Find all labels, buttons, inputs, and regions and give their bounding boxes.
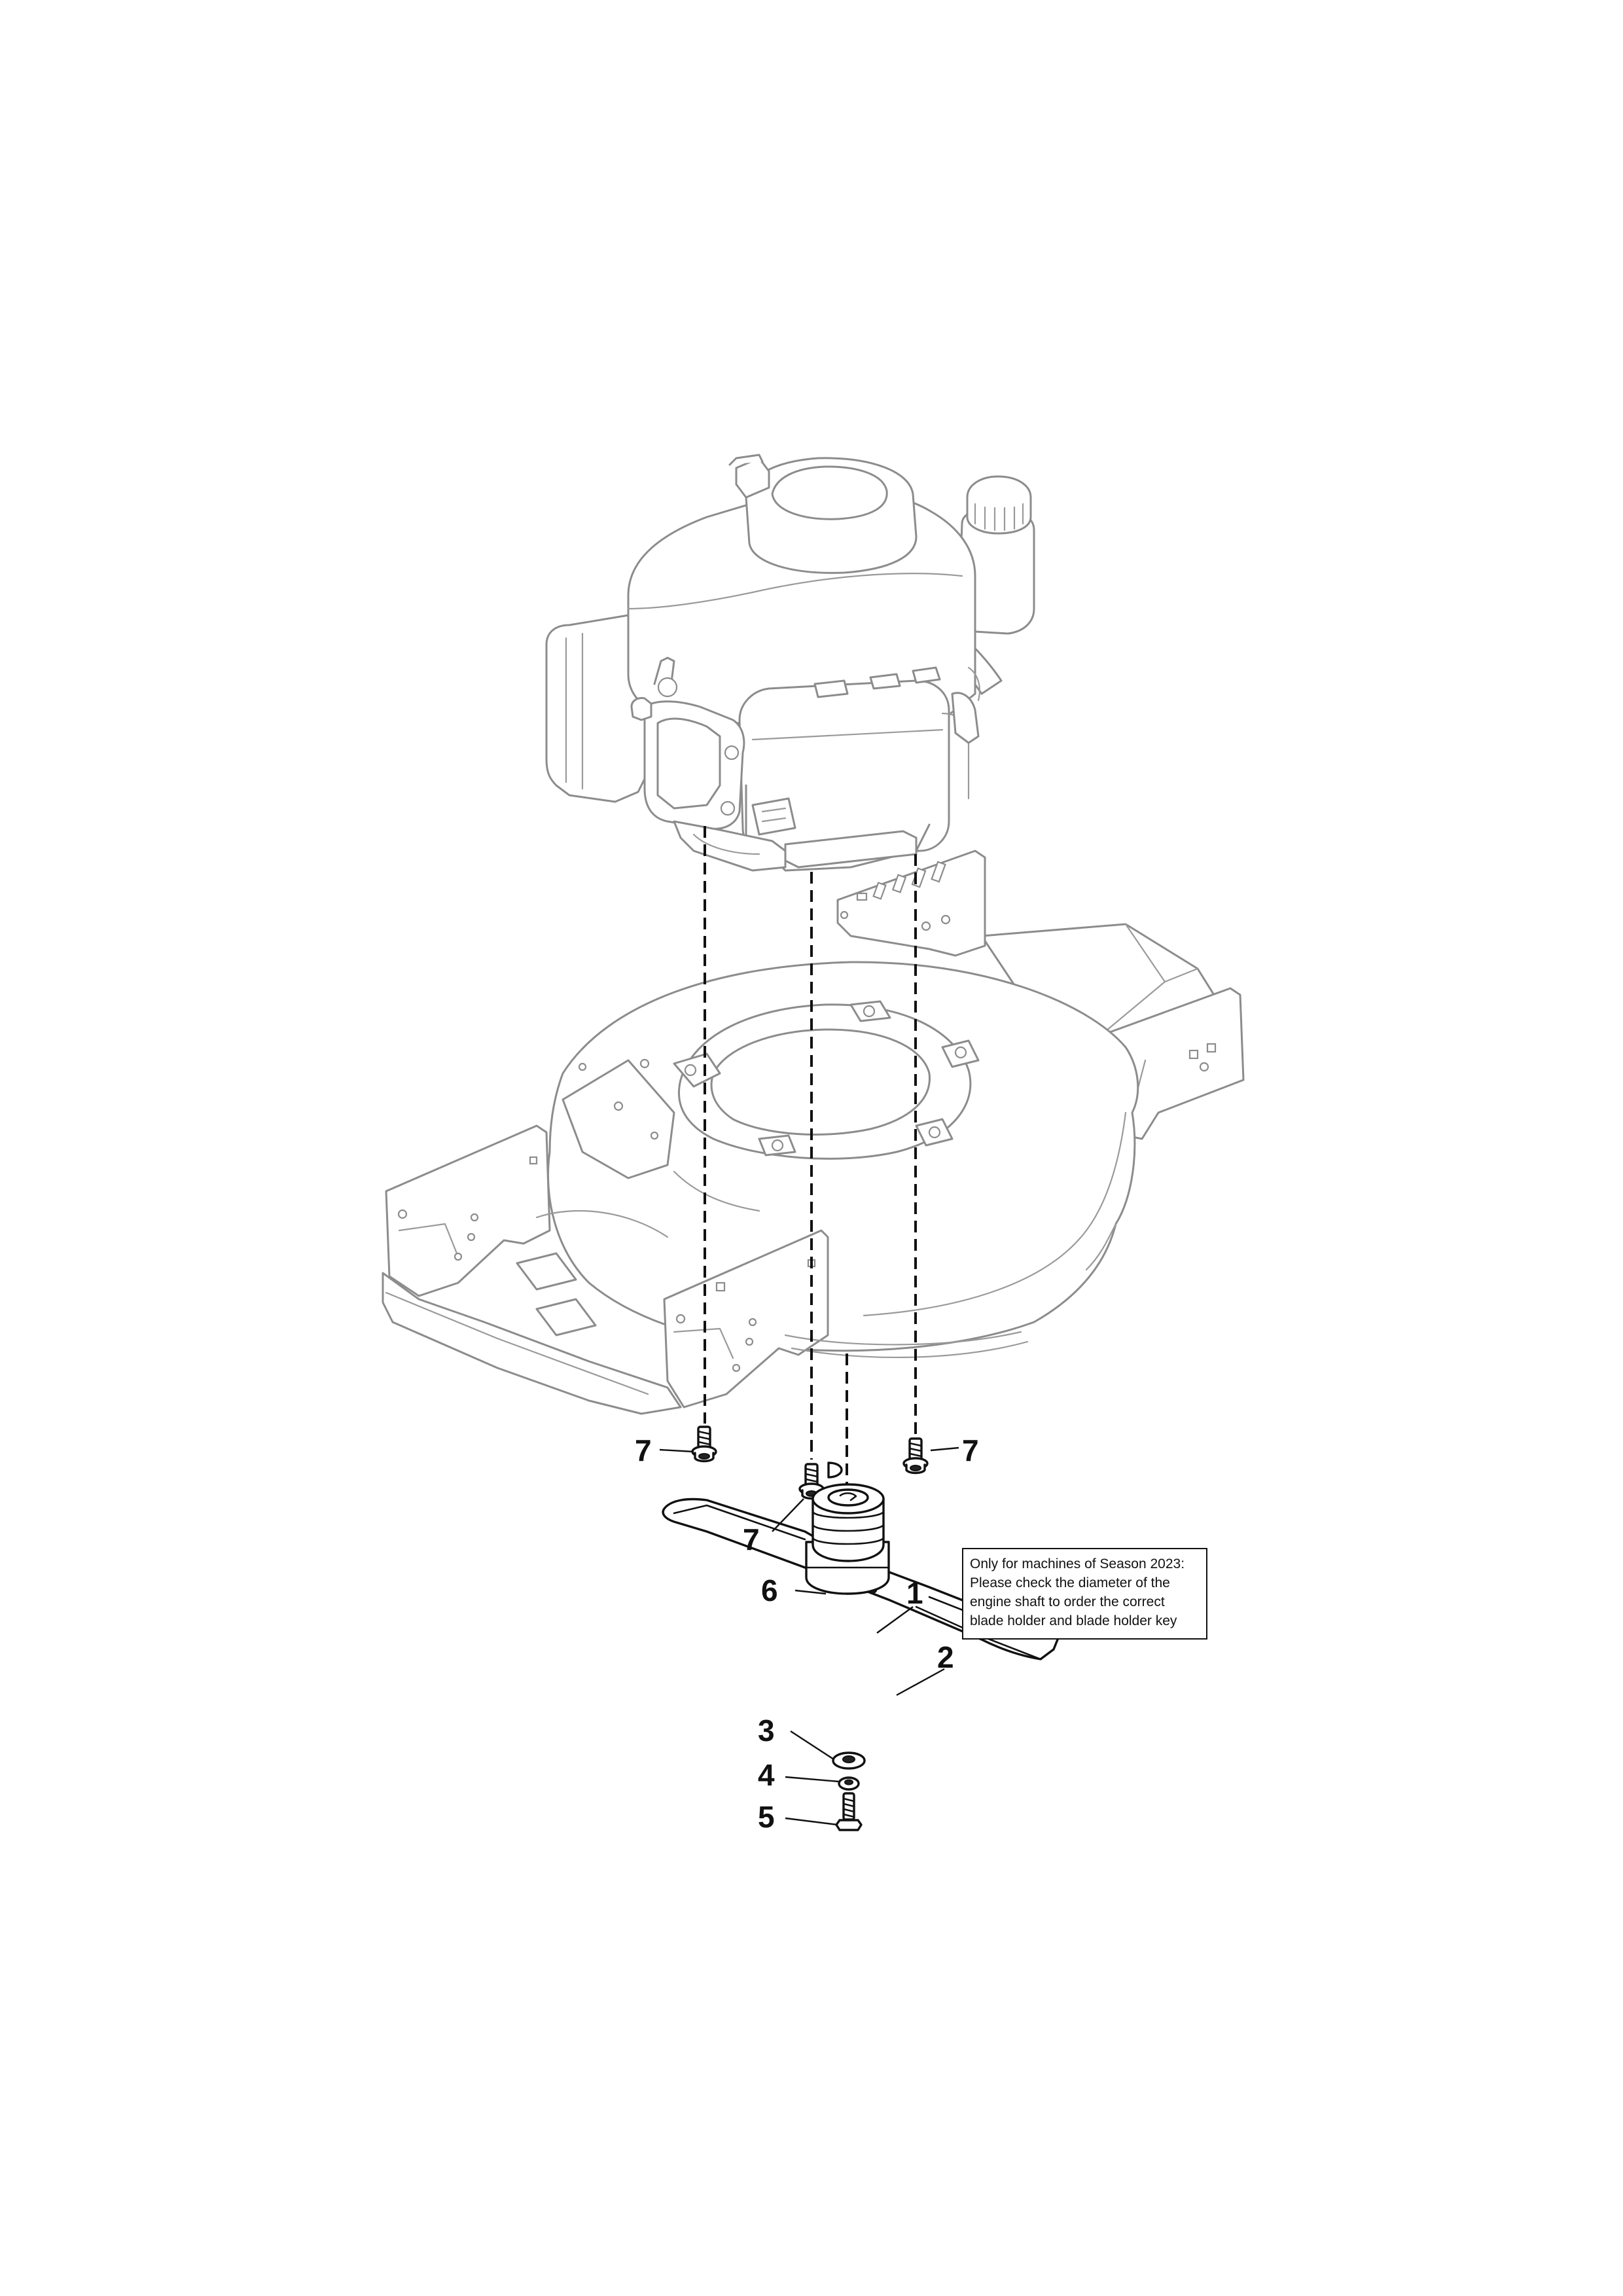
callout-3: 3 — [758, 1713, 775, 1748]
blade-bolt — [835, 1792, 863, 1831]
bolt-7-right — [902, 1437, 929, 1475]
bolt-7-left — [691, 1426, 717, 1463]
assembly-lines — [704, 826, 917, 1568]
note-line: Only for machines of Season 2023: — [970, 1556, 1185, 1571]
blade-holder — [805, 1483, 890, 1595]
note-line: engine shaft to order the correct — [970, 1594, 1165, 1609]
callout-7-center: 7 — [743, 1522, 760, 1556]
note-line: blade holder and blade holder key — [970, 1613, 1177, 1628]
callout-4: 4 — [758, 1758, 775, 1792]
mower-deck — [382, 850, 1245, 1415]
season-2023-note: Only for machines of Season 2023: Please… — [962, 1548, 1207, 1640]
callout-6: 6 — [761, 1573, 778, 1607]
callout-7-right: 7 — [962, 1433, 979, 1467]
lock-washer — [838, 1776, 860, 1791]
blade-holder-key — [827, 1462, 843, 1479]
engine — [545, 454, 1035, 872]
callout-1: 1 — [906, 1576, 923, 1610]
callout-7-left: 7 — [635, 1433, 652, 1467]
callout-5: 5 — [758, 1800, 775, 1834]
washer — [832, 1751, 866, 1770]
note-line: Please check the diameter of the — [970, 1575, 1170, 1590]
leader-lines — [659, 1446, 959, 1826]
callout-2: 2 — [937, 1640, 954, 1674]
